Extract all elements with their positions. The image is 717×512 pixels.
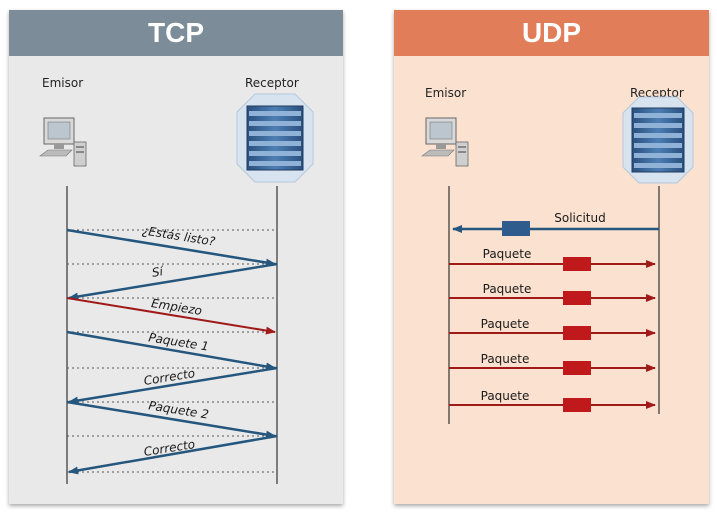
udp-packet-arrows bbox=[449, 257, 656, 412]
udp-request-label: Solicitud bbox=[554, 211, 606, 225]
packet-block bbox=[563, 257, 591, 271]
udp-sender-label: Emisor bbox=[425, 86, 467, 100]
packet-block bbox=[563, 291, 591, 305]
server-icon bbox=[622, 96, 694, 184]
computer-icon bbox=[421, 117, 469, 167]
tcp-header: TCP bbox=[9, 10, 343, 56]
udp-packet-label: Paquete bbox=[483, 247, 532, 261]
computer-icon bbox=[39, 117, 87, 167]
packet-block bbox=[563, 398, 591, 412]
udp-packet-label: Paquete bbox=[481, 389, 530, 403]
tcp-dotted-guides bbox=[67, 229, 277, 473]
udp-header: UDP bbox=[394, 10, 709, 56]
tcp-arrow-ok1 bbox=[68, 366, 278, 405]
udp-panel: UDP Emisor Receptor bbox=[394, 10, 709, 504]
request-packet bbox=[502, 221, 530, 236]
server-icon bbox=[236, 93, 314, 183]
udp-packet-label: Paquete bbox=[481, 352, 530, 366]
tcp-message-label: Empiezo bbox=[150, 296, 203, 318]
tcp-arrow-ok2 bbox=[68, 434, 278, 475]
tcp-receiver-label: Receptor bbox=[245, 76, 299, 90]
tcp-panel: TCP Emisor Receptor bbox=[9, 10, 343, 504]
tcp-message-label: Sí bbox=[151, 264, 166, 280]
packet-block bbox=[563, 361, 591, 375]
tcp-arrow-start bbox=[66, 297, 276, 335]
udp-packet-label: Paquete bbox=[483, 282, 532, 296]
tcp-arrow-packet2 bbox=[66, 400, 276, 439]
tcp-sender-label: Emisor bbox=[42, 76, 84, 90]
tcp-arrow-packet1 bbox=[66, 330, 276, 371]
tcp-arrow-yes bbox=[68, 262, 278, 301]
udp-packet-label: Paquete bbox=[481, 317, 530, 331]
tcp-arrow-ready bbox=[66, 228, 276, 267]
packet-block bbox=[563, 326, 591, 340]
